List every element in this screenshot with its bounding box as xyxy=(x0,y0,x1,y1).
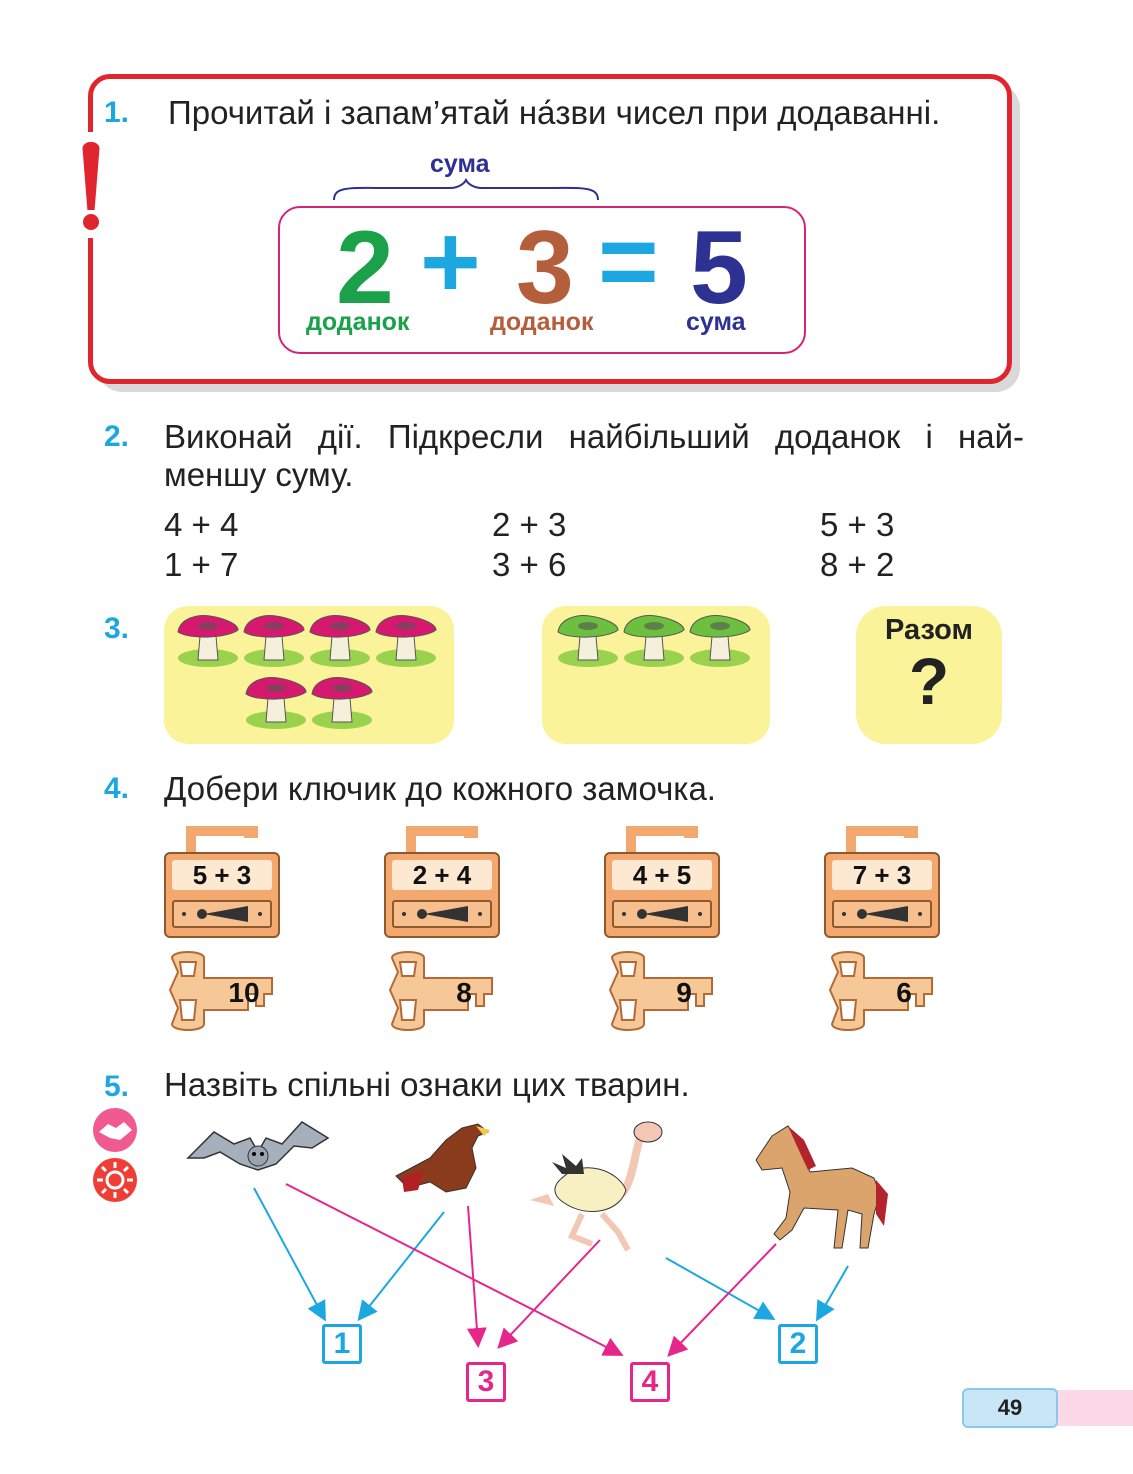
flower-icon xyxy=(93,1158,137,1202)
group-2-box: 2 xyxy=(778,1324,818,1364)
arrow-horse-4 xyxy=(667,1243,777,1357)
curly-brace xyxy=(333,178,599,201)
task2-line2: меншу суму. xyxy=(164,456,354,493)
group-4-box: 4 xyxy=(630,1362,670,1402)
pink-mushroom-icon xyxy=(176,612,240,668)
key-value: 9 xyxy=(676,977,692,1008)
horse-icon xyxy=(755,1125,888,1249)
task3-number: 3. xyxy=(104,612,130,645)
task1-instruction: Прочитай і запам’ятай на́зви чисел при д… xyxy=(168,94,941,131)
expression: 2 + 3 xyxy=(492,506,567,543)
key-value: 8 xyxy=(456,977,472,1008)
total-box xyxy=(856,606,1002,744)
addend1-digit: 2 xyxy=(336,210,394,326)
key-icon: 8 xyxy=(384,948,496,1032)
lock-icon: 7 + 3 xyxy=(824,826,940,938)
question-mark: ? xyxy=(908,644,950,718)
arrow-ostrich-2 xyxy=(665,1257,776,1320)
lock-expression: 2 + 4 xyxy=(392,860,492,890)
green-mushroom-icon xyxy=(622,612,686,668)
pink-mushroom-icon xyxy=(244,674,308,730)
task5-number: 5. xyxy=(104,1070,130,1103)
green-mushroom-icon xyxy=(556,612,620,668)
sum-digit: 5 xyxy=(690,210,748,326)
pink-mushroom-icon xyxy=(374,612,438,668)
expression: 5 + 3 xyxy=(820,506,895,543)
arrow-bat-1 xyxy=(253,1187,326,1322)
addend1-label: доданок xyxy=(306,308,410,336)
lock-expression: 4 + 5 xyxy=(612,860,712,890)
ostrich-icon xyxy=(530,1121,663,1252)
task1-number: 1. xyxy=(104,96,130,129)
brace-label: сума xyxy=(430,150,490,178)
expression: 8 + 2 xyxy=(820,546,895,583)
eagle-icon xyxy=(395,1123,490,1193)
handshake-icon xyxy=(93,1108,137,1152)
equals-sign: = xyxy=(598,204,659,320)
lock-expression: 7 + 3 xyxy=(832,860,932,890)
expression: 3 + 6 xyxy=(492,546,567,583)
key-value: 6 xyxy=(896,977,912,1008)
page-number: 49 xyxy=(962,1388,1058,1428)
key-icon: 10 xyxy=(164,948,276,1032)
key-icon: 9 xyxy=(604,948,716,1032)
task1-box xyxy=(88,74,1012,384)
pink-mushroom-icon xyxy=(242,612,306,668)
sum-label: сума xyxy=(686,308,746,336)
equation-box xyxy=(278,206,806,354)
addend2-label: доданок xyxy=(490,308,594,336)
bat-icon xyxy=(186,1121,330,1171)
pink-mushroom-icon xyxy=(308,612,372,668)
task4-number: 4. xyxy=(104,772,130,805)
group-1-box: 1 xyxy=(322,1324,362,1364)
pink-mushroom-icon xyxy=(310,674,374,730)
exclamation-icon xyxy=(74,132,110,238)
lock-icon: 4 + 5 xyxy=(604,826,720,938)
total-label: Разом xyxy=(885,614,973,646)
lock-expression: 5 + 3 xyxy=(172,860,272,890)
activity-icons xyxy=(93,1108,137,1202)
task2-line1: Виконай дії. Підкресли найбільший додано… xyxy=(164,418,1024,455)
green-mushroom-icon xyxy=(688,612,752,668)
group-3-box: 3 xyxy=(466,1362,506,1402)
task2-number: 2. xyxy=(104,420,130,453)
key-icon: 6 xyxy=(824,948,936,1032)
arrow-horse-2 xyxy=(816,1265,849,1322)
expression: 1 + 7 xyxy=(164,546,239,583)
task5-instruction: Назвіть спільні ознаки цих тварин. xyxy=(164,1066,690,1103)
task4-instruction: Добери ключик до кожного замочка. xyxy=(164,770,716,807)
lock-icon: 5 + 3 xyxy=(164,826,280,938)
expression: 4 + 4 xyxy=(164,506,239,543)
arrow-eagle-1 xyxy=(357,1211,445,1322)
key-value: 10 xyxy=(228,977,260,1008)
arrow-eagle-3 xyxy=(466,1205,487,1348)
addend2-digit: 3 xyxy=(516,210,574,326)
lock-icon: 2 + 4 xyxy=(384,826,500,938)
plus-sign: + xyxy=(420,204,481,320)
